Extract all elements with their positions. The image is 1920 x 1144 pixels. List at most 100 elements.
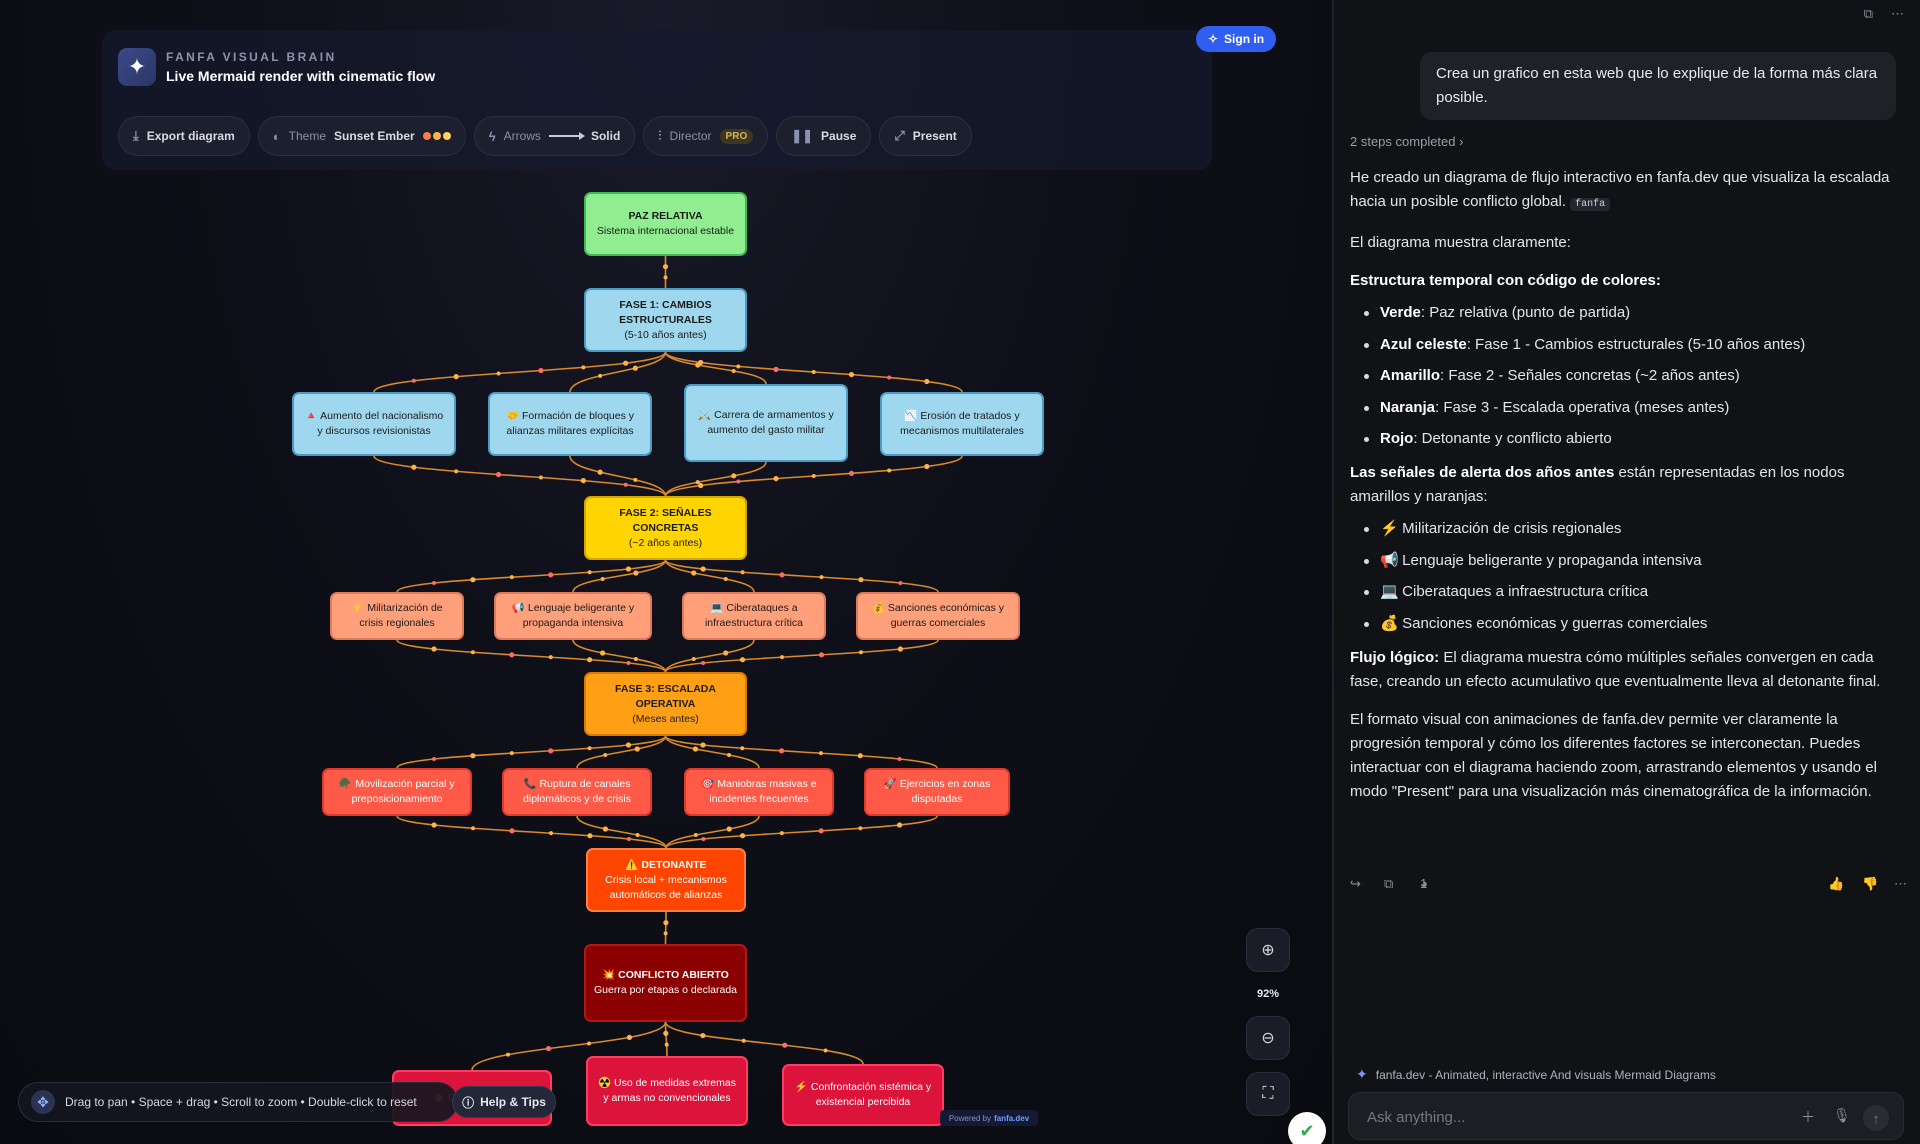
- edge-flow-dot: [626, 1034, 633, 1040]
- edge-flow-dot: [779, 572, 785, 578]
- node-title: FASE 3: ESCALADA OPERATIVA: [615, 682, 716, 710]
- color-list: Verde: Paz relativa (punto de partida) A…: [1350, 301, 1900, 451]
- edge-flow-dot: [587, 570, 592, 575]
- steps-completed-toggle[interactable]: 2 steps completed ›: [1350, 134, 1463, 149]
- edge-flow-dot: [701, 661, 706, 666]
- director-button[interactable]: ⫶ Director PRO: [643, 116, 769, 156]
- ask-input[interactable]: [1367, 1105, 1767, 1129]
- thumbs-down-icon[interactable]: 👎: [1862, 876, 1879, 891]
- edge-flow-dot: [470, 650, 475, 655]
- node-f2-sanciones[interactable]: 💰 Sanciones económicas y guerras comerci…: [856, 592, 1020, 640]
- edge-flow-dot: [411, 464, 417, 470]
- edge-flow-dot: [898, 581, 903, 586]
- source-tag[interactable]: fanfa: [1570, 198, 1611, 211]
- arrows-selector[interactable]: ϟ Arrows Solid: [473, 116, 636, 156]
- theme-selector[interactable]: ◐ Theme Sunset Ember: [257, 116, 466, 156]
- edge-flow-dot: [727, 752, 732, 757]
- fit-screen-button[interactable]: ⛶: [1246, 1072, 1290, 1116]
- node-conflicto-abierto[interactable]: 💥 CONFLICTO ABIERTO Guerra por etapas o …: [584, 944, 747, 1022]
- arrow-style-preview: [548, 132, 585, 140]
- diagram-canvas[interactable]: PAZ RELATIVA Sistema internacional estab…: [0, 0, 1334, 1144]
- list-item: Rojo: Detonante y conflicto abierto: [1350, 427, 1900, 451]
- thumbs-up-icon[interactable]: 👍: [1828, 876, 1845, 891]
- source-context[interactable]: ✦ fanfa.dev - Animated, interactive And …: [1356, 1066, 1716, 1083]
- node-f2-ciberataques[interactable]: 💻 Ciberataques a infraestructura crítica: [682, 592, 826, 640]
- node-f3-movilizacion[interactable]: 🪖 Movilización parcial y preposicionamie…: [322, 768, 472, 816]
- edge-flow-dot: [538, 475, 543, 480]
- open-external-icon[interactable]: ⧉: [1863, 6, 1873, 21]
- sliders-icon: ⫶: [658, 128, 662, 143]
- microphone-icon[interactable]: 🎙: [1833, 1107, 1851, 1123]
- edge-flow-dot: [587, 657, 593, 663]
- plus-icon[interactable]: ＋: [1801, 1109, 1815, 1125]
- present-button[interactable]: ⤢ Present: [879, 116, 972, 156]
- node-f1-bloques[interactable]: 🤝 Formación de bloques y alianzas milita…: [488, 392, 652, 456]
- more-options-icon[interactable]: ⋯: [1891, 6, 1904, 21]
- edge-flow-dot: [897, 646, 903, 652]
- edge-flow-dot: [634, 746, 640, 752]
- more-icon[interactable]: ⋯: [1894, 876, 1907, 891]
- list-item: 💰 Sanciones económicas y guerras comerci…: [1350, 612, 1900, 636]
- powered-by-label: Powered by: [948, 1113, 992, 1123]
- shield-check-icon[interactable]: ✔: [1288, 1112, 1326, 1144]
- alert-text: Lenguaje beligerante y propaganda intens…: [1402, 551, 1702, 569]
- node-f3-maniobras[interactable]: 🎯 Maniobras masivas e incidentes frecuen…: [684, 768, 834, 816]
- send-button[interactable]: ↑: [1863, 1105, 1889, 1131]
- node-f1-tratados[interactable]: 📉 Erosión de tratados y mecanismos multi…: [880, 392, 1044, 456]
- copy-icon[interactable]: ⧉: [1384, 876, 1394, 891]
- share-icon[interactable]: ↪: [1350, 876, 1361, 891]
- zoom-level: 92%: [1256, 988, 1280, 1000]
- sign-in-button[interactable]: ✧ Sign in: [1196, 26, 1276, 52]
- edge-flow-dot: [818, 751, 823, 756]
- node-fase-3[interactable]: FASE 3: ESCALADA OPERATIVA (Meses antes): [584, 672, 747, 736]
- edge-flow-dot: [818, 652, 825, 658]
- node-sub: (5-10 años antes): [624, 328, 707, 341]
- node-fase-1[interactable]: FASE 1: CAMBIOS ESTRUCTURALES (5-10 años…: [584, 288, 747, 352]
- help-tips-button[interactable]: ⓘ Help & Tips: [452, 1086, 556, 1118]
- node-fase-2[interactable]: FASE 2: SEÑALES CONCRETAS (~2 años antes…: [584, 496, 747, 560]
- diagram-edge: [664, 1021, 668, 1057]
- export-diagram-button[interactable]: ⤓ Export diagram: [118, 116, 250, 156]
- edge-flow-dot: [731, 368, 736, 373]
- zoom-out-button[interactable]: ⊖: [1246, 1016, 1290, 1060]
- node-paz-relativa[interactable]: PAZ RELATIVA Sistema internacional estab…: [584, 192, 747, 256]
- powered-by-badge[interactable]: Powered by fanfa.dev: [940, 1110, 1038, 1126]
- edge-flow-dot: [740, 570, 745, 575]
- director-label: Director: [669, 129, 712, 143]
- node-f1-armamentos[interactable]: ⚔️ Carrera de armamentos y aumento del g…: [684, 384, 848, 462]
- sparkle-icon: ✧: [1207, 32, 1219, 46]
- list-item: Amarillo: Fase 2 - Señales concretas (~2…: [1350, 364, 1900, 388]
- fullscreen-icon: ⛶: [1262, 1085, 1274, 1102]
- edge-flow-dot: [691, 570, 697, 576]
- chat-panel: ⧉ ⋯ Crea un grafico en esta web que lo e…: [1334, 0, 1920, 1144]
- diagram-edge: [664, 1021, 864, 1065]
- edge-flow-dot: [693, 832, 698, 837]
- zoom-in-button[interactable]: ⊕: [1246, 928, 1290, 972]
- node-f1-nacionalismo[interactable]: 🔺 Aumento del nacionalismo y discursos r…: [292, 392, 456, 456]
- pause-button[interactable]: ❚❚ Pause: [776, 116, 872, 156]
- panel-divider[interactable]: [1332, 0, 1334, 1144]
- edge-flow-dot: [623, 482, 628, 487]
- node-sub: Crisis local + mecanismos automáticos de…: [605, 873, 727, 901]
- structure-title: Estructura temporal con código de colore…: [1350, 272, 1661, 289]
- node-f2-lenguaje[interactable]: 📢 Lenguaje beligerante y propaganda inte…: [494, 592, 652, 640]
- sparkle-logo-icon: ✦: [118, 48, 156, 86]
- edge-flow-dot: [723, 577, 728, 582]
- edge-flow-dot: [695, 480, 700, 485]
- node-c-confrontacion[interactable]: ⚡ Confrontación sistémica y existencial …: [782, 1064, 944, 1126]
- node-detonante[interactable]: ⚠️ DETONANTE Crisis local + mecanismos a…: [586, 848, 746, 912]
- node-f3-ejercicios[interactable]: 🚀 Ejercicios en zonas disputadas: [864, 768, 1010, 816]
- node-f2-militarizacion[interactable]: ⚡ Militarización de crisis regionales: [330, 592, 464, 640]
- source-label: fanfa.dev - Animated, interactive And vi…: [1375, 1067, 1716, 1082]
- node-c-medidas-extremas[interactable]: ☢️ Uso de medidas extremas y armas no co…: [586, 1056, 748, 1126]
- color-desc: : Fase 3 - Escalada operativa (meses ant…: [1435, 398, 1730, 416]
- edge-flow-dot: [633, 477, 638, 482]
- app-subtitle: Live Mermaid render with cinematic flow: [166, 68, 436, 84]
- edge-flow-dot: [580, 478, 586, 484]
- assistant-answer: He creado un diagrama de flujo interacti…: [1350, 166, 1900, 818]
- edge-flow-dot: [538, 367, 544, 374]
- edge-flow-dot: [740, 746, 745, 751]
- structure-heading: Estructura temporal con código de colore…: [1350, 269, 1900, 293]
- node-f3-ruptura[interactable]: 📞 Ruptura de canales diplomáticos y de c…: [502, 768, 652, 816]
- app-header: ✦ FANFA VISUAL BRAIN Live Mermaid render…: [102, 30, 1212, 170]
